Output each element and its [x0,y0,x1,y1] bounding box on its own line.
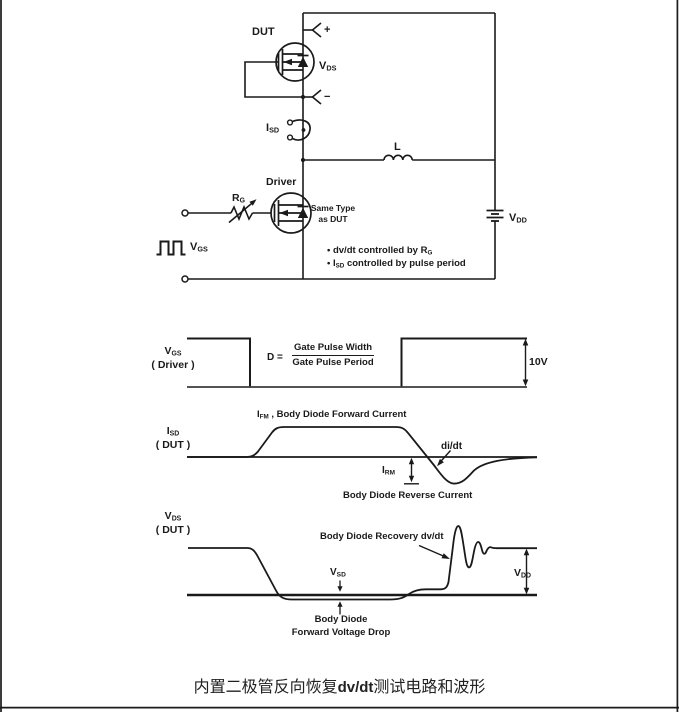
vds-probe-plus-icon [303,22,322,38]
figure-caption: 内置二极管反向恢复dv/dt测试电路和波形 [193,679,486,696]
recovery-arrowhead [441,553,450,559]
probe-minus-label: − [324,91,331,103]
note-isd: • ISD controlled by pulse period [327,258,466,270]
vgs-axis-label: VGS ( Driver ) [151,345,195,371]
reverse-current-label: Body Diode Reverse Current [343,490,473,501]
amplitude-10v-label: 10V [529,356,548,368]
vds-axis-label: VDS ( DUT ) [155,510,191,536]
circuit-wires [188,12,496,280]
pulse-train-icon [156,240,186,256]
forward-drop-label: Body Diode Forward Voltage Drop [291,614,391,638]
source-terminal-circle [181,275,189,283]
duty-fraction: Gate Pulse Width Gate Pulse Period [292,342,375,369]
isd-label: ISD [266,122,280,135]
fwd-drop-up-arrowhead [337,601,343,607]
vds-label: VDS [319,60,337,73]
dut-gate-short-wire [244,61,303,98]
dut-label: DUT [252,26,275,38]
isd-axis-label: ISD ( DUT ) [155,425,191,451]
recovery-dvdt-label: Body Diode Recovery dv/dt [320,531,444,542]
battery-icon [486,209,504,222]
note-dvdt: • dv/dt controlled by RG [327,245,433,257]
vsd-down-arrowhead [337,586,343,592]
vgs-waveform [187,337,529,388]
probe-plus-label: + [324,24,331,36]
dut-body-diode-icon [297,56,309,67]
inductor-label: L [394,141,401,153]
vdd-label: VDD [509,212,527,225]
vsd-label: VSD [330,567,346,579]
junction-dot [300,157,306,163]
driver-label: Driver [266,176,297,188]
irm-label: IRM [382,465,396,477]
driver-body-diode-icon [297,207,309,218]
vdd-wave-label: VDD [514,567,532,580]
vds-waveform [187,525,537,615]
rg-label: RG [232,192,245,205]
inductor-coil-icon [383,154,413,161]
didt-arrowhead [437,458,444,467]
ifm-peak-label: IFM , Body Diode Forward Current [257,409,407,421]
vgs-source-label: VGS [190,241,208,254]
gate-terminal-circle [181,209,189,217]
isd-waveform [187,426,538,485]
driver-channel-arrow [279,209,288,217]
duty-equation-lhs: D = [267,352,283,363]
same-type-label: Same Type as DUT [310,203,356,225]
isd-current-probe-icon [286,119,311,141]
vds-probe-minus-icon [303,89,322,105]
dut-channel-arrow [283,58,292,66]
rg-arrowhead [249,199,257,206]
driver-mosfet-symbol [273,200,309,226]
didt-label: di/dt [441,441,463,452]
